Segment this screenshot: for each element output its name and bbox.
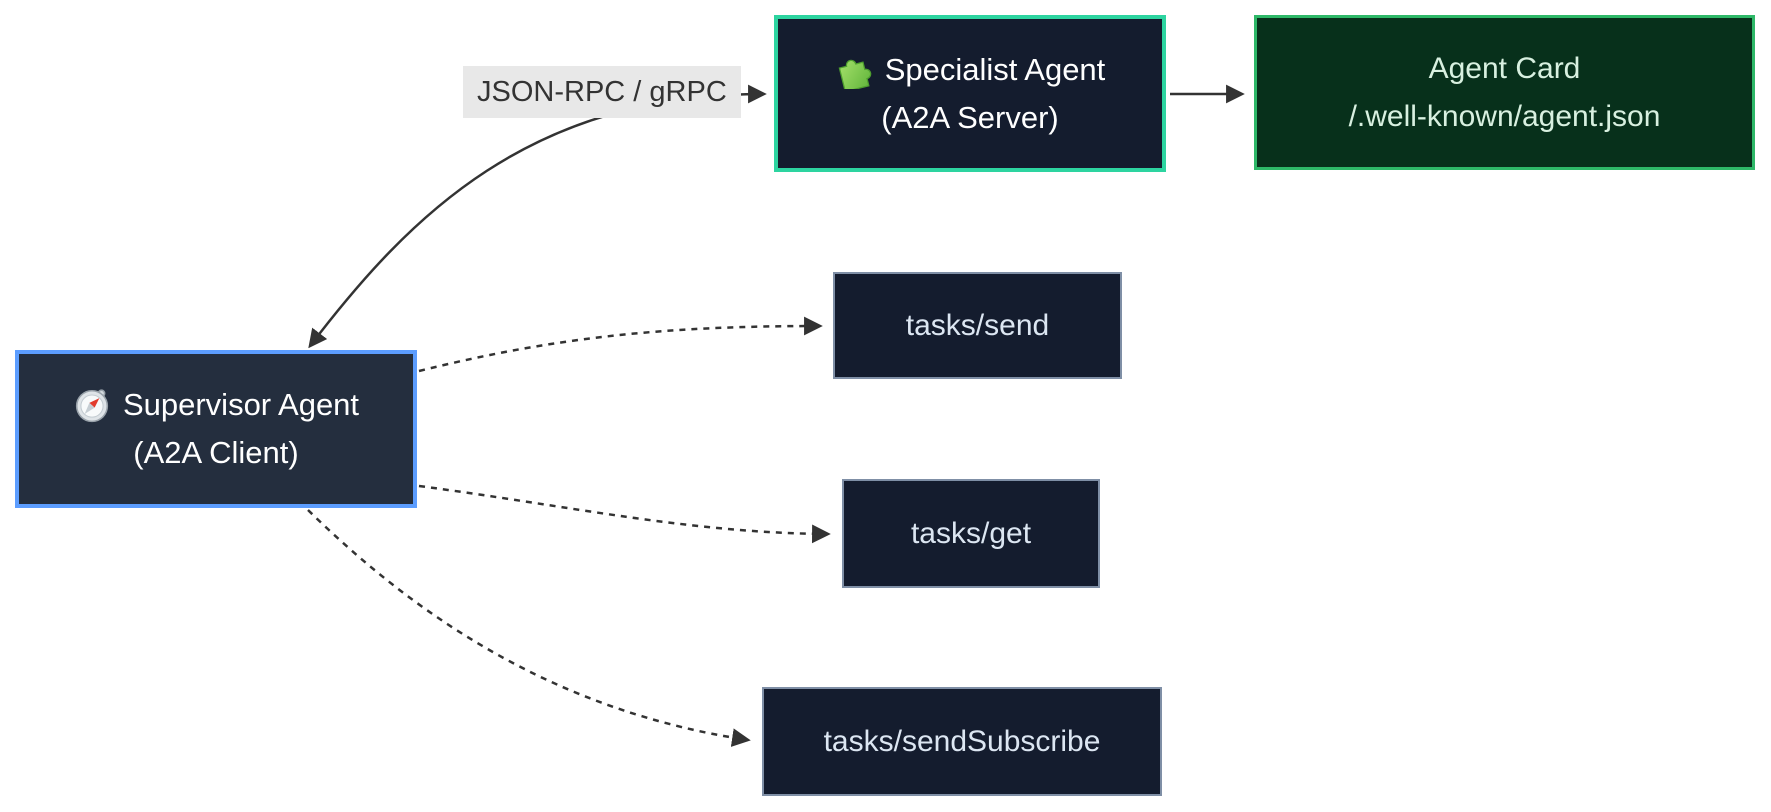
puzzle-icon bbox=[835, 51, 873, 89]
supervisor-subtitle: (A2A Client) bbox=[133, 435, 299, 470]
compass-icon bbox=[73, 386, 111, 424]
agent-card-title: Agent Card bbox=[1428, 51, 1581, 85]
edge-supervisor-specialist bbox=[308, 84, 767, 349]
node-tasks-sendsubscribe: tasks/sendSubscribe bbox=[762, 687, 1162, 796]
tasks-sendsubscribe-label: tasks/sendSubscribe bbox=[823, 724, 1101, 758]
edge-label-json-rpc: JSON-RPC / gRPC bbox=[463, 66, 741, 118]
supervisor-title: Supervisor Agent bbox=[122, 387, 360, 422]
node-agent-card: Agent Card /.well-known/agent.json bbox=[1254, 15, 1755, 170]
edge-supervisor-tasks-send bbox=[418, 316, 823, 373]
node-supervisor-agent: Supervisor Agent (A2A Client) bbox=[15, 350, 417, 508]
node-tasks-get: tasks/get bbox=[842, 479, 1100, 588]
tasks-get-label: tasks/get bbox=[910, 516, 1032, 550]
edge-supervisor-tasks-get bbox=[418, 484, 831, 544]
edge-supervisor-tasks-sendsubscribe bbox=[307, 509, 751, 747]
agent-card-path: /.well-known/agent.json bbox=[1348, 99, 1661, 133]
specialist-subtitle: (A2A Server) bbox=[881, 99, 1059, 135]
tasks-send-label: tasks/send bbox=[905, 308, 1050, 342]
specialist-title: Specialist Agent bbox=[884, 51, 1106, 87]
node-tasks-send: tasks/send bbox=[833, 272, 1122, 379]
node-specialist-agent: Specialist Agent (A2A Server) bbox=[774, 15, 1166, 172]
